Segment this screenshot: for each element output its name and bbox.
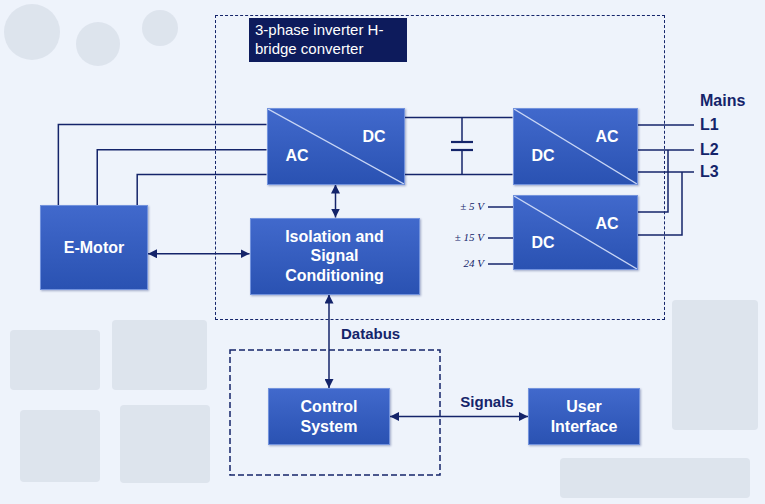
module-watermark (672, 300, 758, 430)
box-label: AC (286, 146, 309, 165)
connector-label: Signals (458, 393, 515, 411)
module-watermark (560, 458, 750, 498)
control-group-outline (230, 350, 440, 475)
converter-box: AC DC (513, 195, 638, 270)
voltage-label: 24 V (464, 257, 484, 270)
process-box: User Interface (528, 388, 640, 445)
converter-diagonal-line (514, 109, 637, 184)
double-arrow (148, 253, 250, 255)
converter-box: AC DC (513, 108, 638, 185)
converter-diagonal (514, 109, 637, 184)
box-label: Control System (279, 397, 379, 435)
supply-feed-wire (638, 172, 682, 235)
wire (405, 117, 513, 119)
capacitor-plate (451, 141, 473, 143)
box-label: AC (595, 127, 618, 146)
wire (405, 174, 513, 176)
box-label: DC (532, 233, 555, 252)
group-heading: 3-phase inverter H-bridge converter (249, 18, 407, 62)
voltage-label: ± 5 V (460, 200, 484, 213)
capacitor-lead (461, 150, 463, 175)
converter-diagonal-line (268, 109, 404, 184)
mains-label: Mains (700, 92, 745, 110)
box-label: User Interface (535, 397, 633, 435)
mains-wire (638, 124, 694, 126)
module-watermark (20, 410, 100, 482)
box-label: DC (362, 127, 385, 146)
phase-label: L1 (700, 116, 719, 134)
box-label: DC (532, 146, 555, 165)
module-watermark (76, 22, 120, 66)
phase-label: L3 (700, 163, 719, 181)
process-box: Control System (268, 388, 390, 445)
voltage-label: ± 15 V (455, 231, 484, 244)
supply-output-wire (488, 263, 513, 265)
supply-feed-wire (638, 150, 668, 212)
supply-output-wire (488, 206, 513, 208)
module-watermark (112, 320, 207, 390)
process-box: Isolation and Signal Conditioning (250, 218, 420, 295)
module-watermark (4, 4, 60, 60)
converter-box: DC AC (267, 108, 405, 185)
double-arrow (390, 416, 528, 418)
box-label: AC (595, 214, 618, 233)
double-arrow (328, 295, 330, 389)
converter-diagonal (268, 109, 404, 184)
phase-label: L2 (700, 141, 719, 159)
box-label: E-Motor (64, 238, 124, 257)
supply-output-wire (488, 237, 513, 239)
module-watermark (10, 330, 100, 390)
module-watermark (142, 10, 178, 46)
box-label: Isolation and Signal Conditioning (267, 227, 402, 285)
converter-diagonal (514, 196, 637, 269)
module-watermark (120, 405, 210, 483)
converter-group: 3-phase inverter H-bridge converterDCACA… (215, 15, 665, 320)
double-arrow (335, 185, 337, 218)
mains-wire (638, 171, 694, 173)
mains-wire (638, 149, 694, 151)
wire (137, 174, 266, 205)
wire (97, 150, 266, 205)
connector-label: Databus (339, 325, 402, 343)
converter-diagonal-line (514, 196, 637, 269)
capacitor-lead (461, 118, 463, 142)
wire (58, 124, 266, 205)
motor-box: E-Motor (40, 205, 148, 290)
